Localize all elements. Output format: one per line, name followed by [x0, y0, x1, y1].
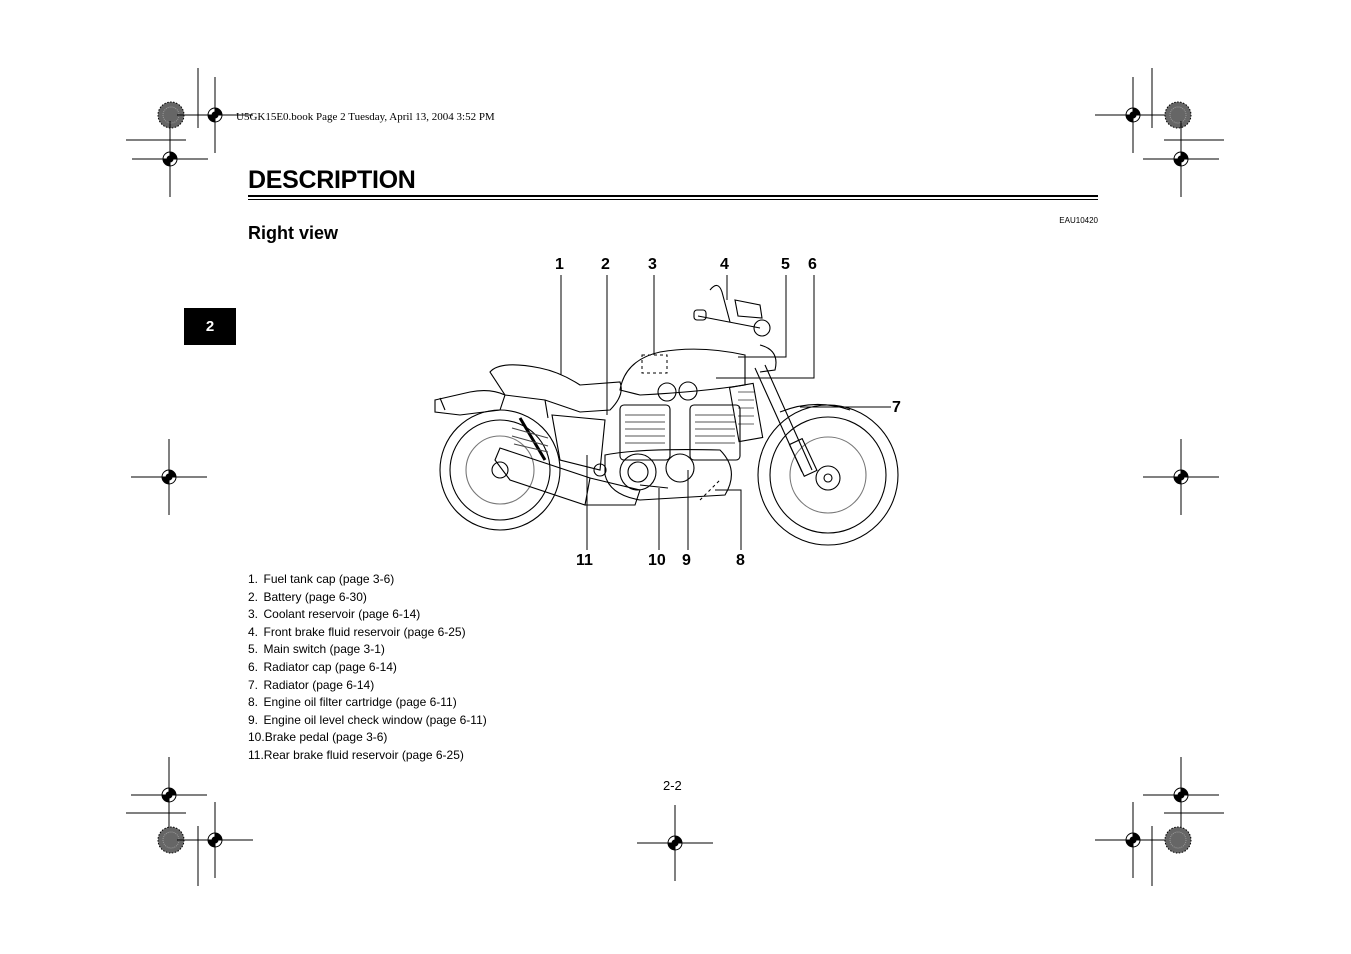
- legend-item: 7.Radiator (page 6-14): [248, 677, 375, 692]
- callout-8: 8: [736, 552, 745, 569]
- callout-3: 3: [648, 256, 657, 273]
- legend-item: 1.Fuel tank cap (page 3-6): [248, 572, 395, 586]
- callout-1: 1: [555, 256, 564, 273]
- legend-item: 2.Battery (page 6-30): [248, 589, 367, 604]
- section-title: DESCRIPTION: [248, 166, 416, 194]
- legend-item: 5.Main switch (page 3-1): [248, 642, 385, 657]
- legend-item: 10.Brake pedal (page 3-6): [248, 730, 388, 745]
- callout-9: 9: [682, 552, 691, 569]
- legend-item: 11.Rear brake fluid reservoir (page 6-25…: [248, 747, 464, 762]
- page-number: 2-2: [663, 778, 682, 793]
- callout-5: 5: [781, 256, 790, 273]
- subsection-title: Right view: [248, 223, 339, 243]
- title-rule: [248, 195, 1098, 197]
- legend-item: 3.Coolant reservoir (page 6-14): [248, 607, 421, 622]
- document-code: EAU10420: [1059, 216, 1098, 225]
- legend-item: 8.Engine oil filter cartridge (page 6-11…: [248, 695, 457, 710]
- callout-10: 10: [648, 552, 666, 569]
- callout-2: 2: [601, 256, 610, 273]
- chapter-tab: 2: [184, 308, 236, 345]
- legend-item: 9.Engine oil level check window (page 6-…: [248, 712, 487, 727]
- legend-item: 4.Front brake fluid reservoir (page 6-25…: [248, 624, 466, 639]
- legend-item: 6.Radiator cap (page 6-14): [248, 659, 397, 674]
- callout-11: 11: [576, 552, 593, 569]
- callout-7: 7: [892, 399, 901, 416]
- parts-legend: 1.Fuel tank cap (page 3-6) 2.Battery (pa…: [248, 571, 487, 765]
- callout-6: 6: [808, 256, 817, 273]
- motorcycle-right-view-diagram: [434, 275, 899, 550]
- callout-4: 4: [720, 256, 729, 273]
- title-rule-thin: [248, 199, 1098, 200]
- book-header: U5GK15E0.book Page 2 Tuesday, April 13, …: [236, 111, 495, 123]
